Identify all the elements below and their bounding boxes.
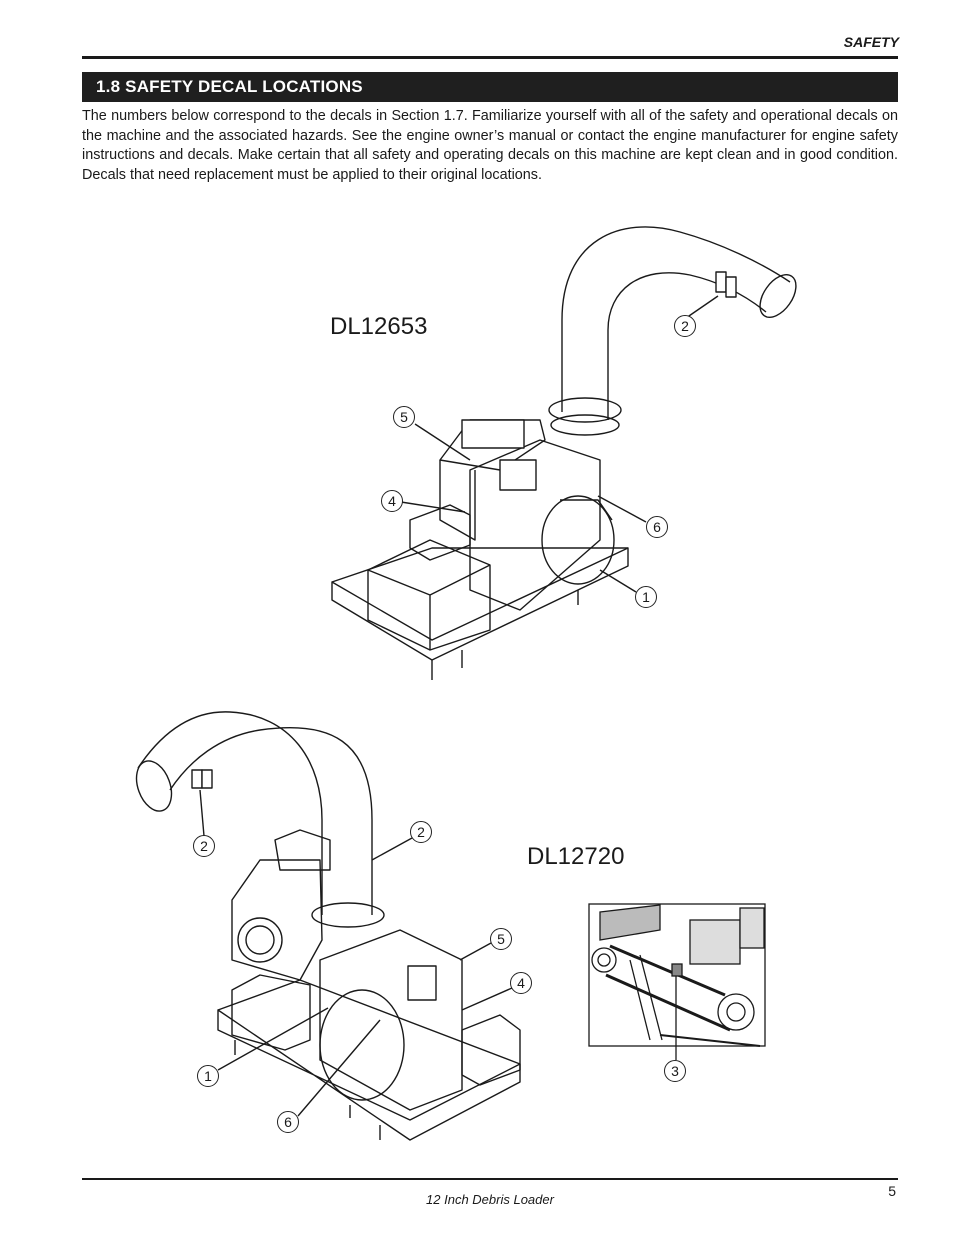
callout-5-bottom: 5 xyxy=(490,928,512,950)
callout-3-detail: 3 xyxy=(664,1060,686,1082)
callout-1-bottom: 1 xyxy=(197,1065,219,1087)
callout-2a-bottom: 2 xyxy=(193,835,215,857)
section-title-bar: 1.8 SAFETY DECAL LOCATIONS xyxy=(82,72,898,102)
page-number: 5 xyxy=(888,1183,896,1199)
callout-1-top: 1 xyxy=(635,586,657,608)
model-label-dl12720: DL12720 xyxy=(527,843,625,870)
callout-6-top: 6 xyxy=(646,516,668,538)
header-rule xyxy=(82,56,898,59)
callout-4-top: 4 xyxy=(381,490,403,512)
callout-2-top: 2 xyxy=(674,315,696,337)
model-label-dl12653: DL12653 xyxy=(330,313,428,340)
section-header-label: SAFETY xyxy=(843,34,899,50)
footer-rule xyxy=(82,1178,898,1180)
intro-paragraph: The numbers below correspond to the deca… xyxy=(82,108,898,183)
machine-illustration-top xyxy=(331,226,797,680)
callout-5-top: 5 xyxy=(393,406,415,428)
machine-illustration-bottom xyxy=(135,711,521,1141)
callout-2b-bottom: 2 xyxy=(410,821,432,843)
callout-4-bottom: 4 xyxy=(510,972,532,994)
section-title: 1.8 SAFETY DECAL LOCATIONS xyxy=(96,77,363,96)
footer-document-title: 12 Inch Debris Loader xyxy=(426,1192,554,1207)
callout-6-bottom: 6 xyxy=(277,1111,299,1133)
